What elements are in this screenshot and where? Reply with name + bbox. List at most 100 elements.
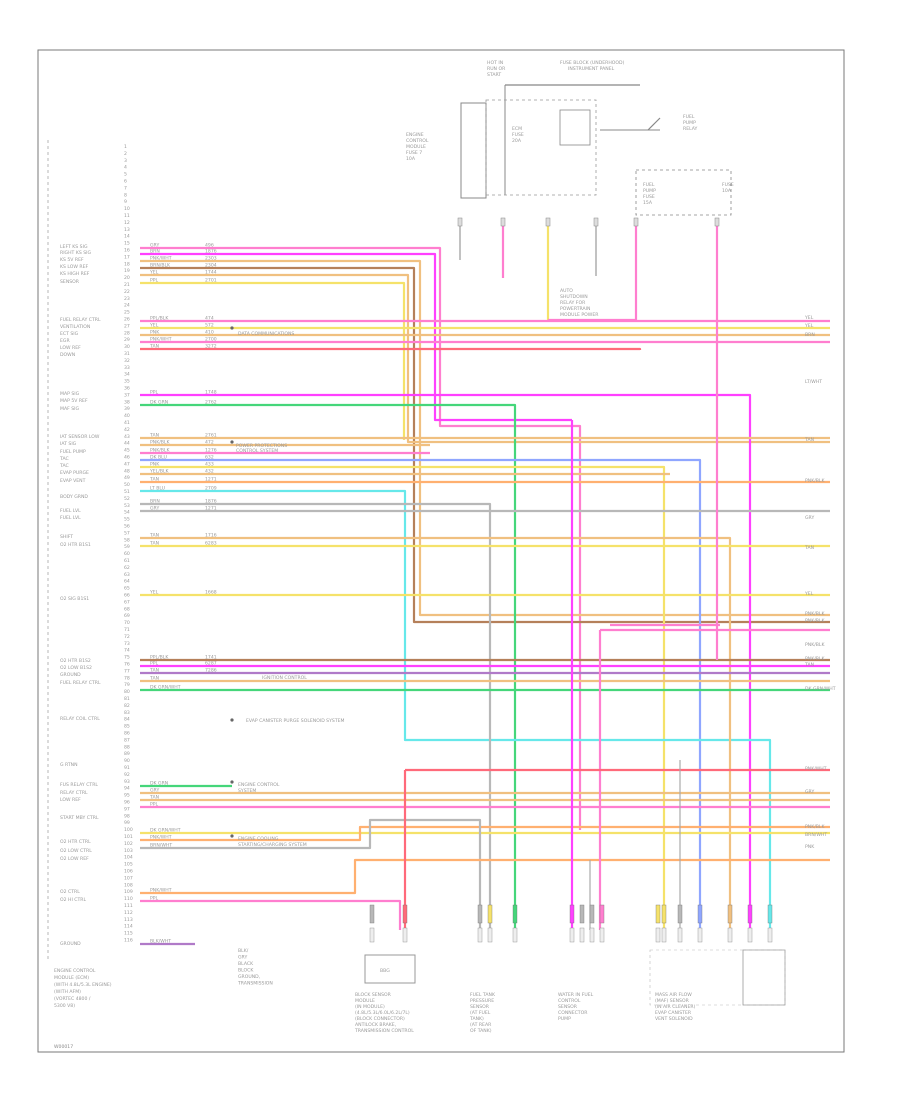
pin-name: FUS RELAY CTRL <box>60 782 98 788</box>
connector-pin <box>477 904 483 924</box>
pin-number: 66 <box>124 593 130 599</box>
connector-pin <box>697 904 703 924</box>
ground-block-label: RELAY FOR <box>560 300 586 306</box>
pin-number: 6 <box>124 179 127 185</box>
circuit-number: 6287 <box>205 661 217 667</box>
pin-number: 46 <box>124 455 130 461</box>
pin-number: 17 <box>124 254 130 260</box>
pin-number: 5 <box>124 172 127 178</box>
wire-segment <box>140 489 772 930</box>
circuit-number: 2701 <box>205 278 217 284</box>
pin-number: 20 <box>124 275 130 281</box>
note-marker <box>230 718 234 722</box>
pin-number: 34 <box>124 372 130 378</box>
pin-number: 54 <box>124 510 130 516</box>
ground-text-line: BLOCK <box>238 968 254 974</box>
pin-number: 95 <box>124 793 130 799</box>
pin-number: 56 <box>124 524 130 530</box>
right-label: TAN <box>804 662 814 668</box>
pin-number: 74 <box>124 648 130 654</box>
pin-name: RELAY CTRL <box>60 790 88 796</box>
wire-color-label: TAN <box>149 795 159 801</box>
connector-pin <box>402 904 408 924</box>
connector-pin <box>487 927 493 943</box>
component-label: FUEL TANK <box>470 992 496 998</box>
wire-color-label: PPL/BLK <box>150 316 169 322</box>
component-label: WATER IN FUEL <box>558 992 594 998</box>
pin-name: KS LOW REF <box>60 264 88 270</box>
connector-pin <box>661 927 667 943</box>
wire-color-label: TAN <box>149 541 159 547</box>
pin-name: LOW REF <box>60 345 81 351</box>
circuit-number: 1276 <box>205 448 217 454</box>
pin-name: O2 LOW CTRL <box>60 848 92 854</box>
circuit-number: 2304 <box>205 263 217 269</box>
wire-segment <box>140 273 830 444</box>
pin-number: 88 <box>124 744 130 750</box>
wire-segment <box>140 536 732 930</box>
right-label: GRY <box>805 789 814 795</box>
connector-pin <box>579 927 585 943</box>
ecm-title-line: ENGINE CONTROL <box>54 968 96 974</box>
sensor-box <box>742 949 786 1006</box>
pin-number: 65 <box>124 586 130 592</box>
pin-number: 23 <box>124 296 130 302</box>
pin-name: G RTNN <box>60 762 78 768</box>
pin-number: 112 <box>124 910 133 916</box>
pin-number: 51 <box>124 489 130 495</box>
connector-pin <box>697 927 703 943</box>
fuse-left-label: FUSE 7 <box>406 150 422 156</box>
ground-text-line: BLK/ <box>238 948 249 954</box>
component-label: BLOCK SENSOR <box>355 992 392 998</box>
fuse-mid-label: 20A <box>512 138 522 144</box>
ecm-title-line: (VORTEC 4800 / <box>54 996 91 1002</box>
right-label: TAN <box>804 545 814 551</box>
pin-number: 98 <box>124 813 130 819</box>
wire-color-label: TAN <box>149 344 159 350</box>
circuit-number: 1876 <box>205 499 217 505</box>
component-label: TANK) <box>469 1016 484 1022</box>
wire-segment <box>140 281 406 440</box>
circuit-number: 2761 <box>205 433 217 439</box>
pin-number: 72 <box>124 634 130 640</box>
circuit-number: 6283 <box>205 541 217 547</box>
pin-number: 47 <box>124 461 130 467</box>
circuit-number: 7286 <box>205 668 217 674</box>
component-label: (AT FUEL <box>470 1010 491 1016</box>
fuse-box-right <box>635 169 732 216</box>
wire-segment <box>140 858 830 895</box>
component-label: CONTROL <box>558 998 581 1004</box>
pin-number: 30 <box>124 344 130 350</box>
wire-color-label: BRN <box>150 249 160 255</box>
pin-number: 93 <box>124 779 130 785</box>
fuse-mid-label: FUSE <box>512 132 524 138</box>
connector-pin <box>633 217 639 227</box>
connector-pin <box>589 927 595 943</box>
connector-pin <box>512 904 518 924</box>
pin-number: 59 <box>124 544 130 550</box>
pin-name: FUEL RELAY CTRL <box>60 680 101 686</box>
note-marker <box>230 440 234 444</box>
circuit-number: 432 <box>205 469 214 475</box>
pin-number: 71 <box>124 627 130 633</box>
wire-color-label: TAN <box>149 676 159 682</box>
component-label: EVAP CANISTER <box>655 1010 692 1016</box>
pin-number: 9 <box>124 199 127 205</box>
pin-number: 26 <box>124 317 130 323</box>
right-label: PNK <box>805 844 815 850</box>
wire-color-label: BRN/WHT <box>150 843 172 849</box>
pin-number: 79 <box>124 682 130 688</box>
wire-color-label: TAN <box>149 433 159 439</box>
wire-segment <box>140 465 666 930</box>
component-label: MODULE <box>355 998 375 1004</box>
relay-contact <box>647 117 661 131</box>
pin-number: 42 <box>124 427 130 433</box>
fuse-right2-label: 10A <box>722 188 732 194</box>
note-marker <box>230 834 234 838</box>
component-label: ANTILOCK BRAKE, <box>355 1022 397 1028</box>
component-box <box>364 954 416 984</box>
